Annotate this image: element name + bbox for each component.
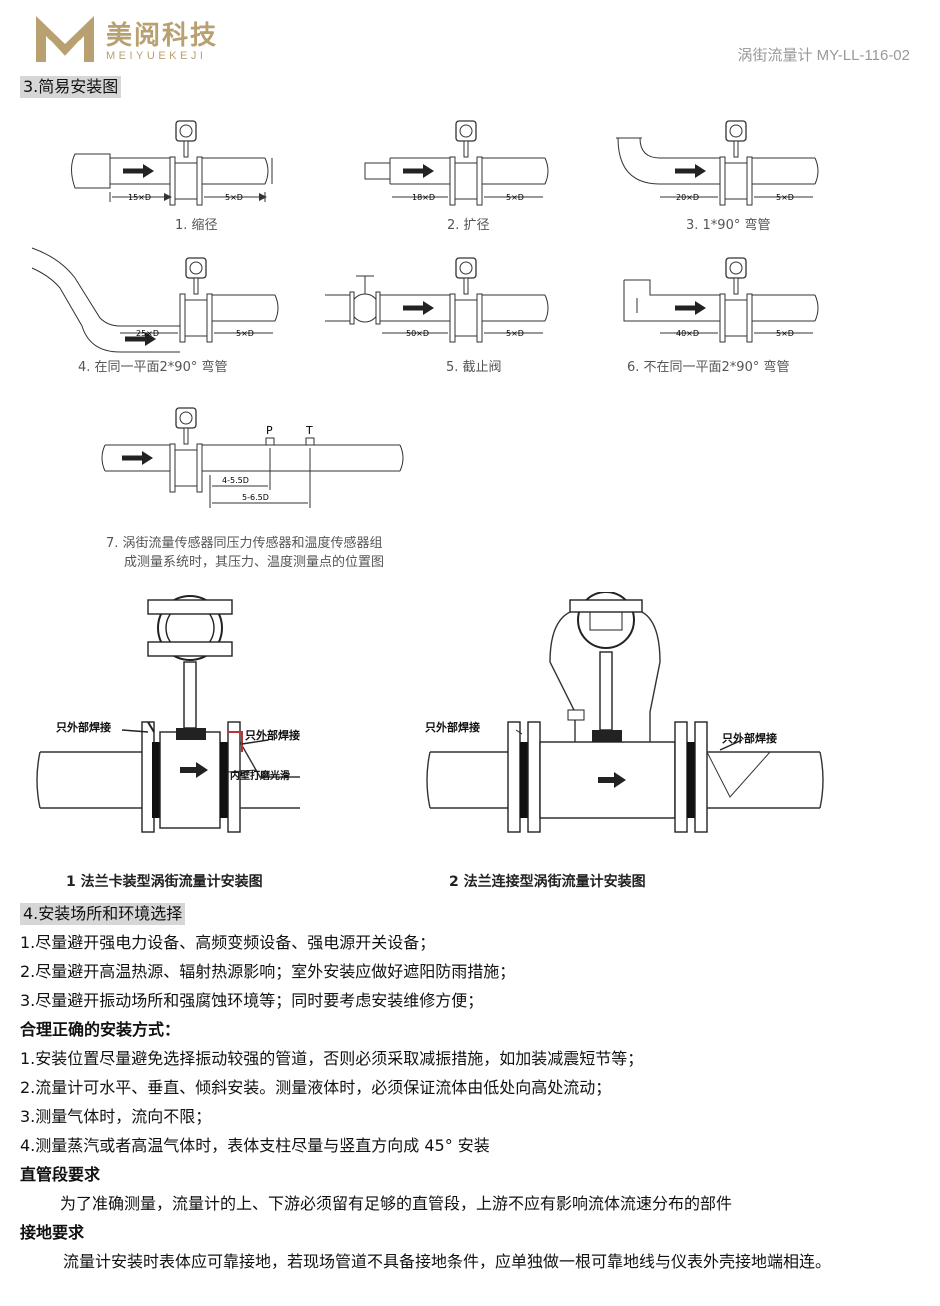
caption-5: 5. 截止阀: [446, 360, 502, 375]
caption-1: 1. 缩径: [175, 218, 218, 233]
caption-7-line2: 成测量系统时，其压力、温度测量点的位置图: [124, 555, 385, 570]
method-heading: 合理正确的安装方式：: [20, 1020, 181, 1039]
dim-4-down: 5×D: [236, 329, 254, 338]
label-weld-outer-4: 只外部焊接: [722, 732, 777, 745]
drawing-wafer-type: [36, 595, 300, 833]
dim-5-down: 5×D: [506, 329, 524, 338]
caption-2: 2. 扩径: [447, 218, 490, 233]
ground-text: 流量计安装时表体应可靠接地，若现场管道不具备接地条件，应单独做一根可靠地线与仪表…: [63, 1252, 832, 1271]
ground-heading: 接地要求: [20, 1223, 85, 1242]
method-item-2: 2.流量计可水平、垂直、倾斜安装。测量液体时，必须保证流体由低处向高处流动；: [20, 1078, 612, 1097]
caption-6: 6. 不在同一平面2*90° 弯管: [627, 360, 790, 375]
dim-4: 25×D: [136, 329, 159, 338]
label-t: T: [305, 424, 313, 437]
brand-name-cn: 美阅科技: [106, 21, 219, 51]
diagram-2-expander: 18×D 5×D: [364, 120, 549, 206]
label-polish: 内壁打磨光滑: [230, 771, 290, 782]
document-code: 涡街流量计 MY-LL-116-02: [737, 47, 910, 64]
drawing-flange-type: [426, 592, 824, 833]
dim-1-down: 5×D: [225, 193, 243, 202]
label-p: P: [266, 424, 273, 437]
install-diagrams-small: 15×D 5×D 18×D 5×D 20×D 5×D 25×D 5×D: [31, 120, 819, 508]
dim-5: 50×D: [406, 329, 429, 338]
straight-heading: 直管段要求: [20, 1165, 101, 1184]
diagram-6-3d-elbow: 40×D 5×D: [623, 257, 819, 343]
label-weld-outer-2: 只外部焊接: [245, 729, 300, 742]
diagram-7-pt-points: P T 4-5.5D 5-6.5D: [101, 407, 404, 508]
install-drawings-large: [36, 592, 824, 833]
brand-logo-icon: [36, 16, 94, 62]
method-item-4: 4.测量蒸汽或者高温气体时，表体支柱尽量与竖直方向成 45° 安装: [20, 1136, 490, 1155]
dim-6-down: 5×D: [776, 329, 794, 338]
diagram-3-elbow: 20×D 5×D: [616, 120, 819, 206]
label-weld-outer-1: 只外部焊接: [56, 721, 111, 734]
dim-1: 15×D: [128, 193, 151, 202]
dim-3-down: 5×D: [776, 193, 794, 202]
method-item-1: 1.安装位置尽量避免选择振动较强的管道，否则必须采取减振措施，如加装减震短节等；: [20, 1049, 644, 1068]
diagram-1-reducer: 15×D 5×D: [71, 120, 273, 206]
caption-4: 4. 在同一平面2*90° 弯管: [78, 360, 228, 375]
dim-pt2: 5-6.5D: [242, 493, 269, 502]
label-weld-outer-3: 只外部焊接: [425, 721, 480, 734]
caption-7-line1: 7. 涡街流量传感器同压力传感器和温度传感器组: [106, 536, 383, 551]
section-4-title: 4.安装场所和环境选择: [20, 903, 186, 925]
dim-pt1: 4-5.5D: [222, 476, 249, 485]
env-item-2: 2.尽量避开高温热源、辐射热源影响；室外安装应做好遮阳防雨措施；: [20, 962, 516, 981]
dim-6: 40×D: [676, 329, 699, 338]
caption-flange-type: 2 法兰连接型涡街流量计安装图: [449, 874, 646, 890]
dim-2: 18×D: [412, 193, 435, 202]
dim-3: 20×D: [676, 193, 699, 202]
caption-3: 3. 1*90° 弯管: [686, 218, 771, 233]
section-3-title: 3.简易安装图: [20, 76, 122, 98]
env-item-1: 1.尽量避开强电力设备、高频变频设备、强电源开关设备；: [20, 933, 436, 952]
brand-name-en: MEIYUEKEJI: [106, 50, 207, 62]
env-item-3: 3.尽量避开振动场所和强腐蚀环境等；同时要考虑安装维修方便；: [20, 991, 484, 1010]
method-item-3: 3.测量气体时，流向不限；: [20, 1107, 212, 1126]
dim-2-down: 5×D: [506, 193, 524, 202]
diagram-5-valve: 50×D 5×D: [325, 257, 549, 343]
straight-text: 为了准确测量，流量计的上、下游必须留有足够的直管段，上游不应有影响流体流速分布的…: [60, 1194, 733, 1213]
caption-wafer-type: 1 法兰卡装型涡街流量计安装图: [66, 874, 263, 890]
section-4-body: 1.尽量避开强电力设备、高频变频设备、强电源开关设备； 2.尽量避开高温热源、辐…: [20, 928, 925, 1276]
diagram-4-double-elbow: 25×D 5×D: [31, 247, 279, 353]
